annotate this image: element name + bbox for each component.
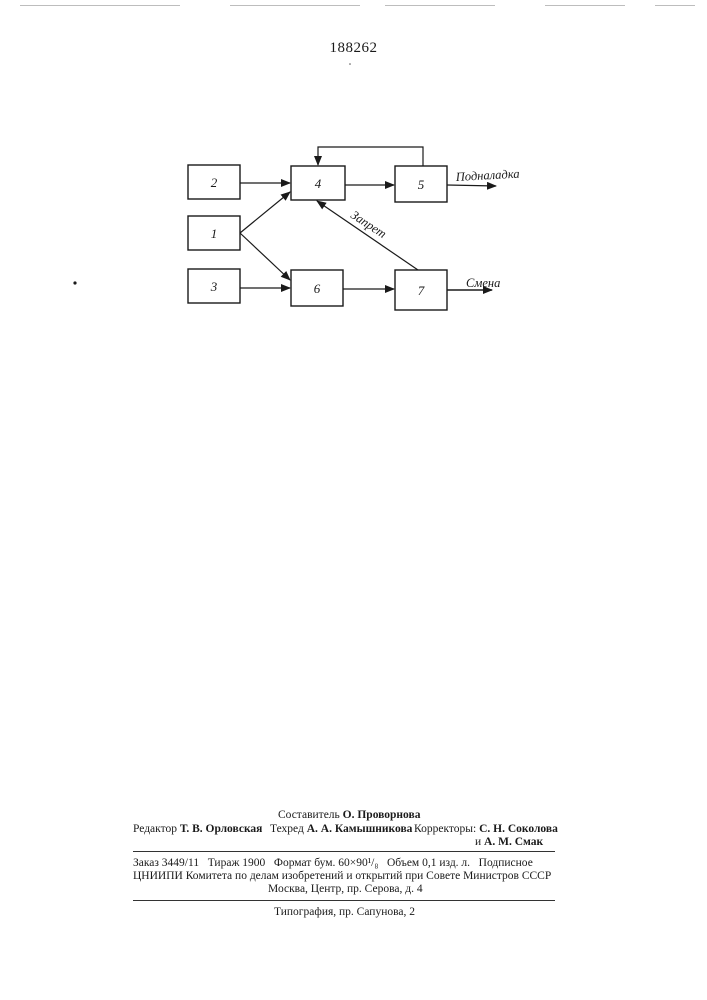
block-1: 1 <box>188 216 240 250</box>
block-3: 3 <box>188 269 240 303</box>
editor-block: Редактор Т. В. Орловская <box>133 823 262 836</box>
block-3-label: 3 <box>210 279 218 294</box>
order-line: Заказ 3449/11 Тираж 1900 Формат бум. 60×… <box>133 857 533 870</box>
arrow-1-to-4 <box>240 192 290 233</box>
block-4: 4 <box>291 166 345 200</box>
block-5: 5 <box>395 166 447 202</box>
block-4-label: 4 <box>315 176 322 191</box>
block-2: 2 <box>188 165 240 199</box>
block-diagram: 2 1 3 4 5 6 7 Подналадка Смена Запрет <box>0 0 707 420</box>
output-change-label: Смена <box>466 276 500 290</box>
corrector-2-line: и А. М. Смак <box>475 836 543 849</box>
corrector-1: С. Н. Соколова <box>479 823 558 835</box>
block-7: 7 <box>395 270 447 310</box>
corrector-2-prefix: и <box>475 836 481 848</box>
editor-label: Редактор <box>133 823 177 835</box>
arrow-1-to-6 <box>240 233 290 280</box>
imprint-divider-bottom <box>133 900 555 901</box>
correctors-label: Корректоры: <box>414 823 476 835</box>
compiler-line: Составитель О. Проворнова <box>278 809 420 822</box>
printer-line: Типография, пр. Сапунова, 2 <box>274 906 415 919</box>
corrector-2: А. М. Смак <box>484 836 543 848</box>
scan-speck <box>349 63 351 65</box>
arrow-7-to-4-inhibit <box>317 201 418 270</box>
block-2-label: 2 <box>211 175 218 190</box>
techred-block: Техред А. А. Камышникова <box>270 823 412 836</box>
correctors-block: Корректоры: С. Н. Соколова <box>414 823 558 836</box>
imprint-divider-top <box>133 851 555 852</box>
block-6-label: 6 <box>314 281 321 296</box>
block-6: 6 <box>291 270 343 306</box>
output-adjustment-arrow <box>447 185 496 186</box>
block-1-label: 1 <box>211 226 218 241</box>
scan-speck <box>73 281 76 284</box>
techred-name: А. А. Камышникова <box>307 823 413 835</box>
output-adjustment-label: Подналадка <box>454 167 520 184</box>
compiler-name: О. Проворнова <box>343 809 421 821</box>
org-line: ЦНИИПИ Комитета по делам изобретений и о… <box>133 870 551 883</box>
address-line: Москва, Центр, пр. Серова, д. 4 <box>268 883 423 896</box>
techred-label: Техред <box>270 823 304 835</box>
editor-name: Т. В. Орловская <box>180 823 263 835</box>
block-5-label: 5 <box>418 177 425 192</box>
compiler-label: Составитель <box>278 809 340 821</box>
block-7-label: 7 <box>418 283 425 298</box>
feedback-5-to-4 <box>318 147 423 166</box>
